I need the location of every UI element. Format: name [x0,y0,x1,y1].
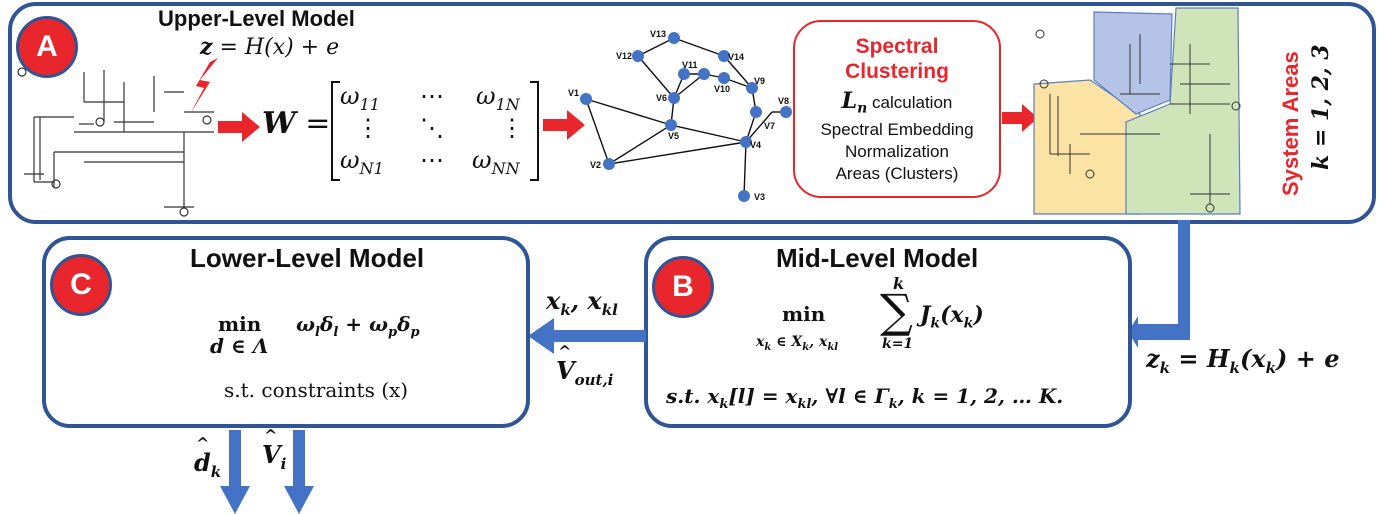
mid-min: min [782,302,826,326]
node-v6: V6 [656,93,667,103]
lightning-icon [190,58,218,114]
node-v3: V3 [754,192,765,202]
node-v14: V14 [728,52,744,62]
dk-label: d^k [194,434,222,481]
matrix-ddots: ⋱ [420,114,444,142]
normalization: Normalization [845,142,949,162]
z-symbol: z [200,34,213,60]
node-v13: V13 [650,29,666,39]
system-areas-label: System Areas [1278,51,1303,196]
blue-arrow-left [528,318,646,354]
node-v7: V7 [764,121,775,131]
lower-min-sub: d ∈ Λ [210,334,269,358]
spectral-title-1: Spectral [855,35,939,58]
badge-c: C [50,254,112,316]
matrix-m11: ω11 [340,82,380,114]
sum-top: k [893,274,905,293]
power-network-diagram [17,67,214,217]
lower-min: min [218,312,262,336]
spectral-title-2: Clustering [845,60,949,83]
mid-level-title: Mid-Level Model [776,243,979,273]
spectral-clustering-box: Spectral Clustering Ln calculation Spect… [793,20,1001,198]
node-v11: V11 [682,60,698,70]
zk-equation: zk = Hk(xk) + e [1146,344,1340,377]
lower-level-title: Lower-Level Model [190,243,425,273]
output-arrow-vi [284,430,314,514]
matrix-vdots-left: ⋮ [356,114,380,142]
mid-level-panel [644,236,1132,428]
matrix-vdots-right: ⋮ [500,114,524,142]
node-v1: V1 [568,88,579,98]
xk-xkl-label: xk, xkl [546,286,618,319]
badge-b: B [652,256,714,318]
matrix-mn1: ωN1 [340,146,384,178]
mid-min-sub: xk ∈ Xk, xkl [756,334,839,353]
sum-bottom: k=1 [882,336,914,352]
badge-a: A [16,16,78,78]
vout-label: V^out,i [556,342,614,389]
node-v4: V4 [750,140,761,150]
matrix-mnn: ωNN [472,146,520,178]
vi-label: V^i [262,426,287,473]
clustered-network-diagram [1033,7,1241,215]
red-arrow-3 [1002,104,1038,132]
matrix-brackets [331,81,539,181]
system-areas-k: k = 1, 2, 3 [1308,44,1334,170]
node-v12: V12 [616,51,632,61]
node-v10: V10 [714,84,730,94]
spectral-embedding: Spectral Embedding [820,120,974,140]
w-matrix-lhs: W = [262,106,331,141]
upper-level-title: Upper-Level Model [158,6,355,31]
node-v5: V5 [668,131,679,141]
blue-arrow-down [1128,220,1190,348]
network-graph: V1 V2 V3 V4 V5 V6 V7 V8 V9 V10 V11 V12 V… [568,29,792,202]
upper-equation-rhs: = H(x) + e [212,35,340,60]
node-v2: V2 [590,160,601,170]
ln-calculation: Ln calculation [841,88,953,117]
red-arrow-1 [218,112,260,142]
mid-constraint: s.t. xk[l] = xkl, ∀l ∈ Γk, k = 1, 2, … K… [666,384,1064,412]
output-arrow-dk [220,430,250,514]
matrix-hdots-top: ⋯ [420,82,444,110]
lower-objective: ωlδl + ωpδp [296,312,420,340]
red-arrow-2 [543,110,585,140]
areas-clusters: Areas (Clusters) [835,164,959,184]
sum-symbol: ∑ [880,284,913,338]
matrix-hdots-bottom: ⋯ [420,146,444,174]
upper-equation: z = H(x) + e [200,34,339,60]
lower-level-panel [42,236,530,428]
node-v8: V8 [778,96,789,106]
node-v9: V9 [754,76,765,86]
lower-constraint: s.t. constraints (x) [224,378,409,402]
matrix-m1n: ω1N [476,82,520,114]
mid-objective: Jk(xk) [920,302,984,332]
